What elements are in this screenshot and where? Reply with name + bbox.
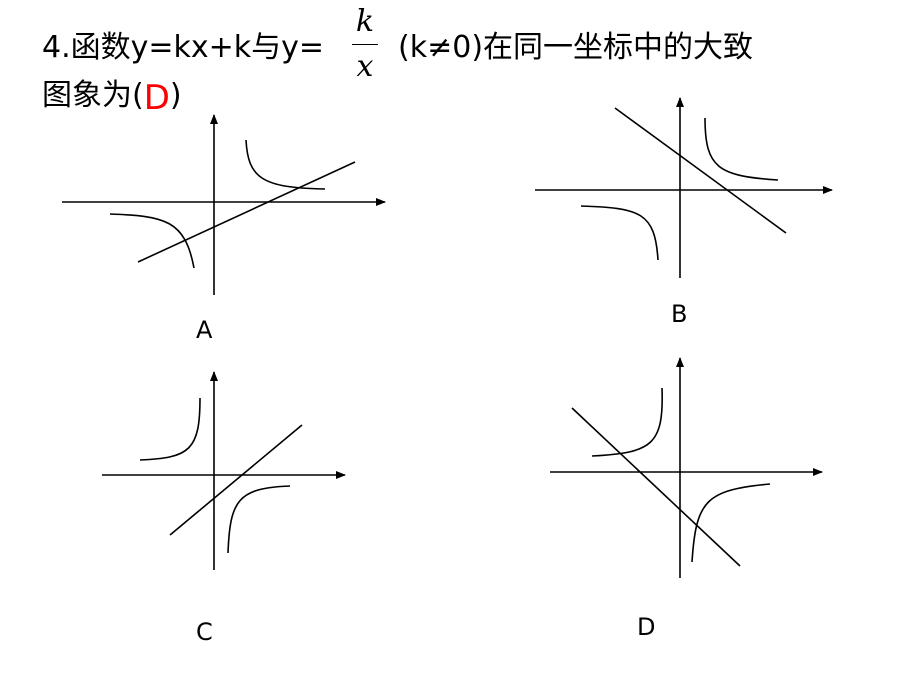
graph-b-hyperbola-upper [704,117,779,181]
question-text-before: 4.函数y=kx+k与y= [42,30,325,65]
graph-a-hyperbola-lower [109,213,195,269]
fraction-bar [352,44,378,45]
graph-c-hyperbola-lower [227,485,291,554]
question-line2-suffix: ) [169,78,182,113]
question-line-2: 图象为(D) [42,76,182,116]
option-label-b: B [671,300,688,328]
fraction-denominator: x [356,49,374,84]
graph-d-line [571,407,741,567]
graph-c-hyperbola-upper [139,397,201,461]
answer-letter: D [143,78,170,118]
graph-d [550,357,823,578]
graph-b [535,97,833,278]
fraction-numerator: k [355,4,375,39]
fraction-k-over-x: k x [350,4,380,85]
graph-b-hyperbola-lower [580,205,659,261]
question-text-after: (k≠0)在同一坐标中的大致 [398,30,754,65]
graph-d-hyperbola-upper [591,387,663,457]
graph-a [62,114,386,295]
graph-a-line [137,161,356,263]
graph-b-line [614,107,787,234]
graph-d-hyperbola-lower [691,483,771,563]
option-label-d: D [637,613,656,641]
option-label-c: C [196,618,213,646]
graph-c-line [169,424,303,536]
question-line-1: 4.函数y=kx+k与y= (k≠0)在同一坐标中的大致 [42,30,753,66]
graph-c [102,371,346,570]
graph-a-hyperbola-upper [245,139,326,190]
question-line2-prefix: 图象为( [42,78,144,113]
option-label-a: A [196,316,213,344]
